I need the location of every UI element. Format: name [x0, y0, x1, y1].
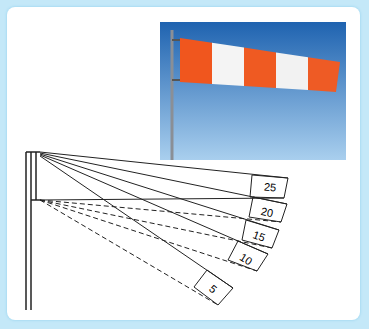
callout-number: 25 [264, 180, 277, 193]
callout-number: 20 [260, 205, 274, 219]
windsock-line-drawing [26, 152, 288, 310]
windsock-photo [160, 22, 346, 160]
